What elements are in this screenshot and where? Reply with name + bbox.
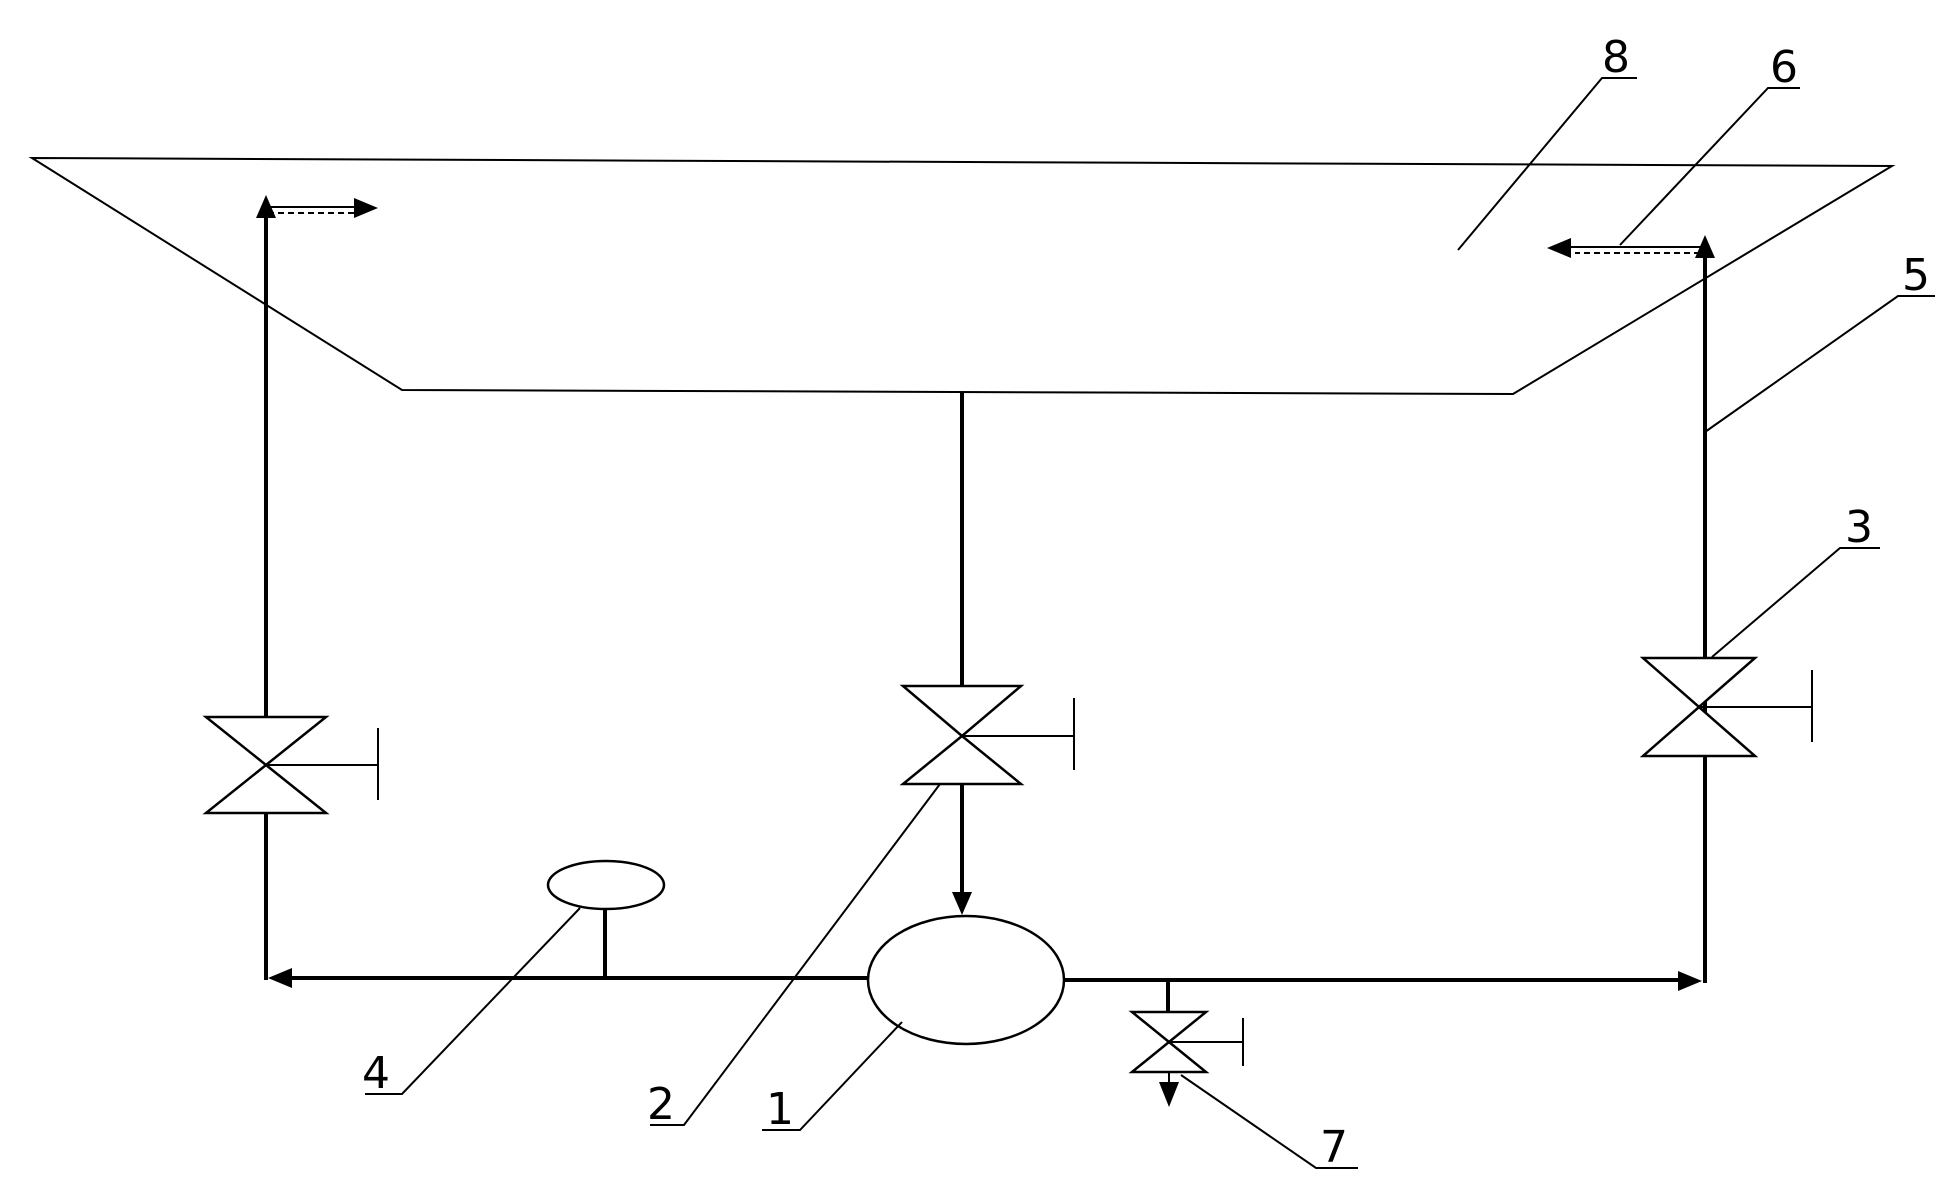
bottom-left-arrow — [268, 968, 292, 988]
right-valve — [1639, 656, 1813, 758]
label-4: 4 — [362, 1048, 390, 1099]
right-riser-arrow-left — [1547, 238, 1571, 258]
drain-valve — [1128, 982, 1244, 1107]
leader-line-3 — [1711, 547, 1880, 658]
bottom-right-arrow — [1678, 971, 1702, 991]
leader-line-2 — [650, 783, 941, 1126]
leader-line-6 — [1619, 87, 1800, 246]
leader-line-4 — [365, 907, 581, 1095]
leader-line-8 — [1457, 77, 1637, 251]
center-valve — [899, 684, 1075, 786]
label-1: 1 — [766, 1084, 794, 1135]
label-8: 8 — [1602, 32, 1630, 83]
label-7: 7 — [1320, 1122, 1348, 1173]
left-riser-arrow-right — [354, 198, 378, 218]
label-5: 5 — [1902, 250, 1930, 301]
label-3: 3 — [1845, 502, 1873, 553]
leader-line-7 — [1180, 1074, 1358, 1169]
tank-outline — [28, 156, 1896, 396]
center-down-arrow — [952, 892, 972, 915]
pump — [866, 914, 1066, 1046]
label-6: 6 — [1770, 42, 1798, 93]
left-valve — [202, 715, 379, 815]
leader-line-1 — [762, 1021, 903, 1131]
label-2: 2 — [647, 1079, 675, 1130]
leader-line-5 — [1704, 295, 1935, 433]
pressure-gauge — [546, 859, 666, 911]
